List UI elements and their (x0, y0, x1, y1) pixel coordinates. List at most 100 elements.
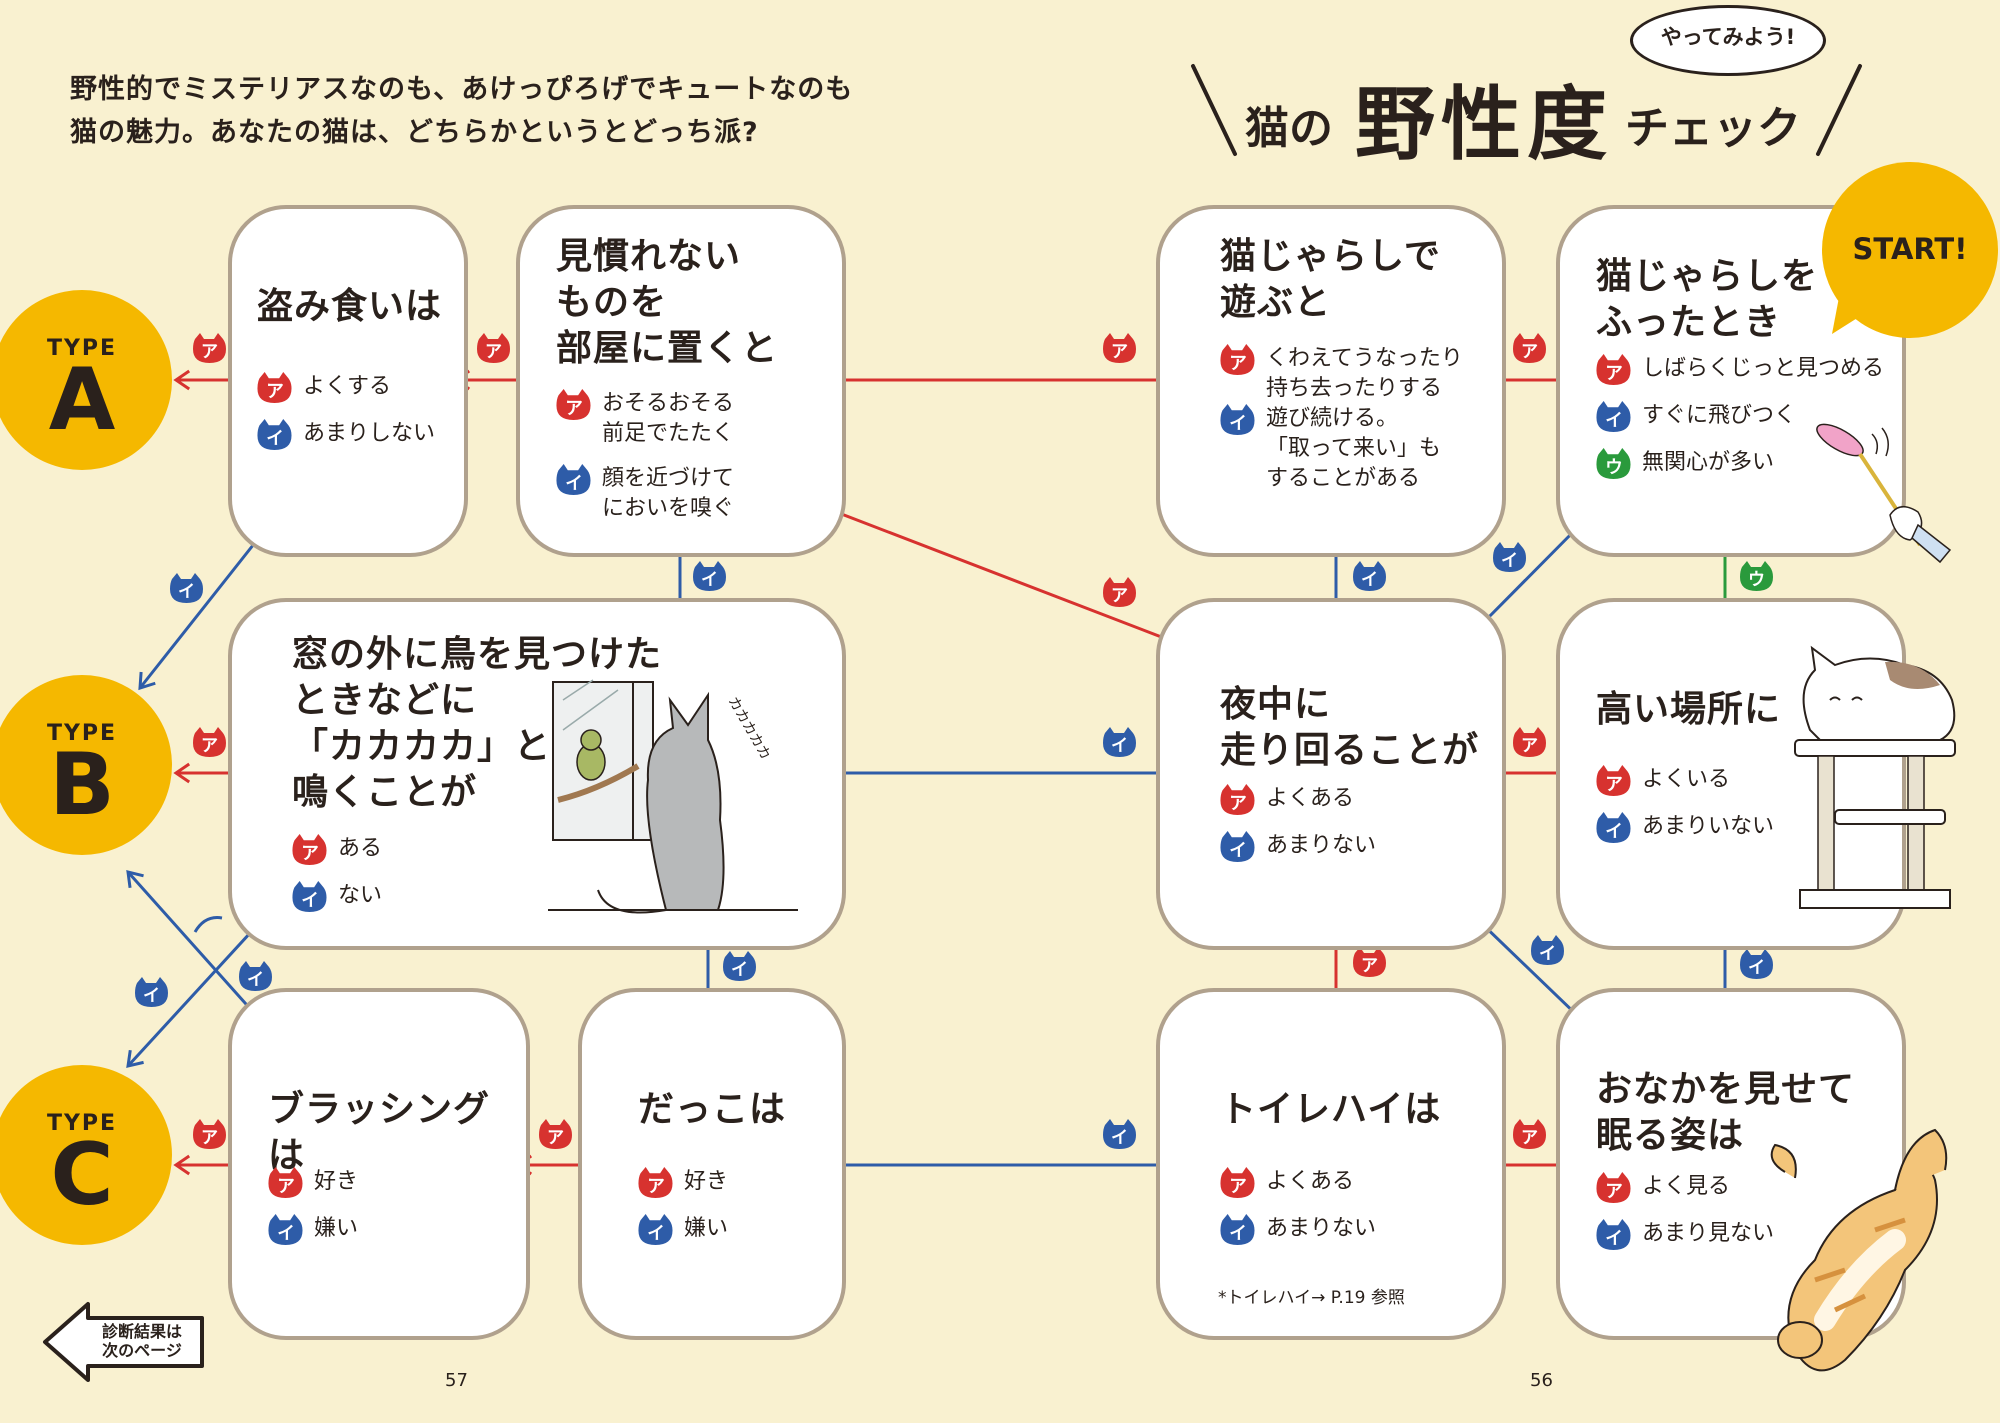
edge-badge-a-icon: ア (477, 333, 510, 363)
type-a-circle: TYPE A (0, 290, 172, 470)
edge-badge-i-icon: イ (1103, 727, 1136, 757)
intro-text: 野性的でミステリアスなのも、あけっぴろげでキュートなのも 猫の魅力。あなたの猫は… (70, 68, 853, 154)
edge-badge-letter: ア (1111, 586, 1128, 606)
cat-badge-i-icon: イ (1596, 1219, 1632, 1251)
cat-badge-i-icon: イ (1220, 831, 1256, 863)
svg-text:ア: ア (301, 844, 319, 864)
question-text-q2: 猫じゃらしで 遊ぶと (1220, 236, 1441, 323)
question-text-q3: 見慣れない ものを 部屋に置くと (556, 236, 779, 369)
arrow-head (126, 1049, 144, 1068)
edge-badge-letter: ア (1361, 956, 1378, 976)
intro-line-2: 猫の魅力。あなたの猫は、どちらかというとどっち派? (70, 117, 759, 148)
edge-badge-i-icon: イ (170, 573, 203, 603)
cat-badge-i-icon: イ (257, 419, 293, 451)
option-text: あまりない (1266, 1216, 1377, 1241)
question-text-q9: トイレハイは (1220, 1089, 1442, 1130)
edge-badge-a-icon: ア (1513, 1119, 1546, 1149)
question-text-q7: 窓の外に鳥を見つけた ときなどに 「カカカカ」と 鳴くことが (292, 634, 663, 813)
edge-badge-a-icon: ア (1513, 333, 1546, 363)
svg-text:ア: ア (565, 399, 583, 419)
question-text-q4: 盗み食いは (257, 286, 443, 327)
cat-badge-a-icon: ア (556, 389, 592, 421)
edge-badge-a-icon: ア (1103, 577, 1136, 607)
cat-badge-a-icon: ア (1596, 1172, 1632, 1204)
arrow-head (173, 369, 191, 391)
cat-badge-a-icon: ア (1220, 1167, 1256, 1199)
start-bubble: START! (1822, 162, 1998, 338)
option-text: よくいる (1642, 767, 1731, 792)
type-c-label: TYPE (46, 1111, 118, 1136)
question-box-q3: 見慣れない ものを 部屋に置くとアおそるおそる 前足でたたくイ顔を近づけて にお… (516, 205, 846, 557)
title-speech-bubble: やってみよう! (1630, 5, 1826, 76)
page-number-left: 57 (445, 1370, 468, 1391)
cat-badge-a-icon: ア (1596, 765, 1632, 797)
edge-badge-letter: ア (485, 342, 502, 362)
option-text: 無関心が多い (1642, 450, 1775, 475)
edge-badge-a-icon: ア (193, 1119, 226, 1149)
option-q3-i: イ顔を近づけて においを嗅ぐ (556, 464, 734, 524)
edge-badge-letter: ア (1521, 342, 1538, 362)
cat-badge-i-icon: イ (268, 1214, 304, 1246)
title-prefix: 猫の (1245, 103, 1333, 154)
question-box-q4: 盗み食いはアよくするイあまりしない (228, 205, 468, 557)
arrow-head (173, 762, 191, 784)
arrow-q7-to-type-c (126, 918, 264, 1068)
arrow-q11-to-type-b (126, 871, 264, 1023)
cat-badge-u-icon: ウ (1596, 448, 1632, 480)
question-text-q8: おなかを見せて 眠る姿は (1596, 1069, 1856, 1156)
start-bubble-tail (1832, 292, 1870, 334)
edge-badge-letter: イ (731, 960, 748, 980)
cat-badge-i-icon: イ (1596, 401, 1632, 433)
option-text: あまりない (1266, 833, 1377, 858)
question-box-q10: だっこはア好きイ嫌い (578, 988, 846, 1340)
option-q2-i: イ遊び続ける。 「取って来い」も することがある (1220, 404, 1441, 494)
page-number-right: 56 (1530, 1370, 1553, 1391)
edge-badge-i-icon: イ (1103, 1119, 1136, 1149)
svg-text:イ: イ (1229, 841, 1247, 861)
option-q7-a: アある (292, 834, 382, 866)
cat-badge-i-icon: イ (1220, 1214, 1256, 1246)
svg-text:ア: ア (266, 382, 284, 402)
arrow-head (138, 671, 156, 691)
question-box-q11: ブラッシングはア好きイ嫌い (228, 988, 530, 1340)
edge-badge-letter: ア (1521, 736, 1538, 756)
option-q4-i: イあまりしない (257, 419, 435, 451)
option-q1-a: アしばらくじっと見つめる (1596, 354, 1884, 386)
question-text-q1: 猫じゃらしを ふったとき (1596, 256, 1819, 343)
edge-badge-i-icon: イ (1740, 949, 1773, 979)
svg-text:ウ: ウ (1605, 458, 1623, 478)
edge-badge-a-icon: ア (1103, 333, 1136, 363)
svg-text:ア: ア (1229, 1177, 1247, 1197)
arrow-head (126, 870, 144, 889)
cat-toy-illustration (1816, 423, 1952, 564)
option-q11-a: ア好き (268, 1167, 358, 1199)
cat-badge-a-icon: ア (292, 834, 328, 866)
svg-text:イ: イ (1605, 411, 1623, 431)
toilet-high-footnote: *トイレハイ→ P.19 参照 (1218, 1288, 1405, 1308)
edge-badge-letter: ア (201, 342, 218, 362)
option-text: 好き (314, 1169, 359, 1194)
svg-text:イ: イ (301, 891, 319, 911)
svg-text:イ: イ (1229, 414, 1247, 434)
next-page-arrow[interactable] (40, 1300, 210, 1385)
option-text: よく見る (1642, 1174, 1731, 1199)
svg-text:ア: ア (1605, 775, 1623, 795)
option-q6-a: アよくある (1220, 784, 1354, 816)
svg-text:イ: イ (1229, 1224, 1247, 1244)
edge-badge-letter: ア (1111, 342, 1128, 362)
type-a-letter: A (48, 350, 116, 450)
option-text: 好き (684, 1169, 729, 1194)
edge-badge-i-icon: イ (1531, 935, 1564, 965)
option-q4-a: アよくする (257, 372, 391, 404)
title-suffix: チェック (1625, 103, 1801, 154)
cat-badge-i-icon: イ (1220, 404, 1256, 436)
cat-badge-i-icon: イ (638, 1214, 674, 1246)
edge-badge-u-icon: ウ (1740, 561, 1773, 591)
edge-badge-letter: ア (1521, 1128, 1538, 1148)
svg-text:ア: ア (1229, 354, 1247, 374)
svg-text:ア: ア (1605, 1182, 1623, 1202)
page-title: 猫の 野性度 チェック (1245, 58, 1810, 171)
type-c-letter: C (50, 1125, 114, 1225)
type-b-letter: B (49, 735, 115, 835)
